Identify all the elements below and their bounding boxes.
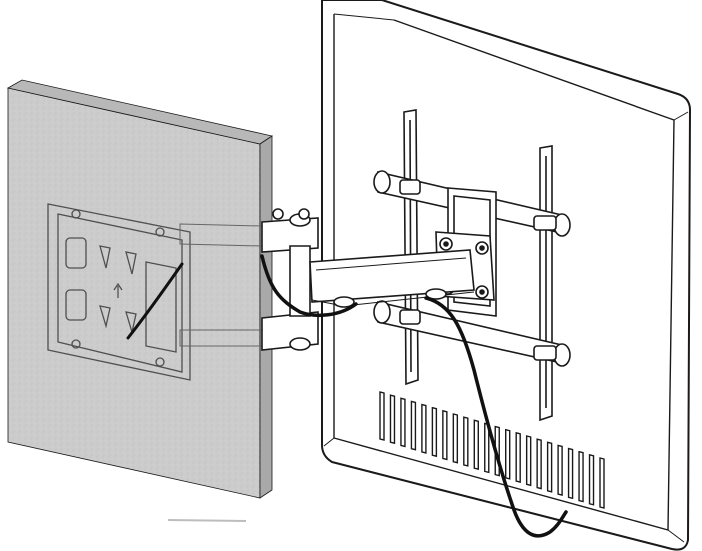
vent-slot xyxy=(494,425,500,477)
vent-slot xyxy=(505,428,511,480)
vent-slot xyxy=(578,450,584,503)
vent-slot xyxy=(452,413,459,464)
vent-slot xyxy=(463,416,469,467)
tv-vent-slots xyxy=(379,391,605,509)
vent-slot xyxy=(536,438,542,490)
articulating-arm xyxy=(179,208,475,351)
vent-slot xyxy=(431,406,438,458)
wall-plate xyxy=(47,203,191,381)
vent-slot xyxy=(400,397,406,448)
vent-slot xyxy=(421,403,427,454)
vent-slot xyxy=(410,400,417,451)
vent-slot xyxy=(442,409,448,461)
vent-slot xyxy=(473,419,479,471)
power-cable xyxy=(126,254,568,538)
vent-slot xyxy=(546,441,553,493)
vent-slot xyxy=(515,431,521,483)
vent-slot xyxy=(599,457,605,509)
vent-slot xyxy=(525,435,532,487)
vent-slot xyxy=(567,447,574,500)
floor-line xyxy=(167,519,247,522)
vent-slot xyxy=(389,394,396,445)
vent-slot xyxy=(588,453,595,506)
vent-slot xyxy=(379,391,385,441)
vent-slot xyxy=(557,444,563,496)
